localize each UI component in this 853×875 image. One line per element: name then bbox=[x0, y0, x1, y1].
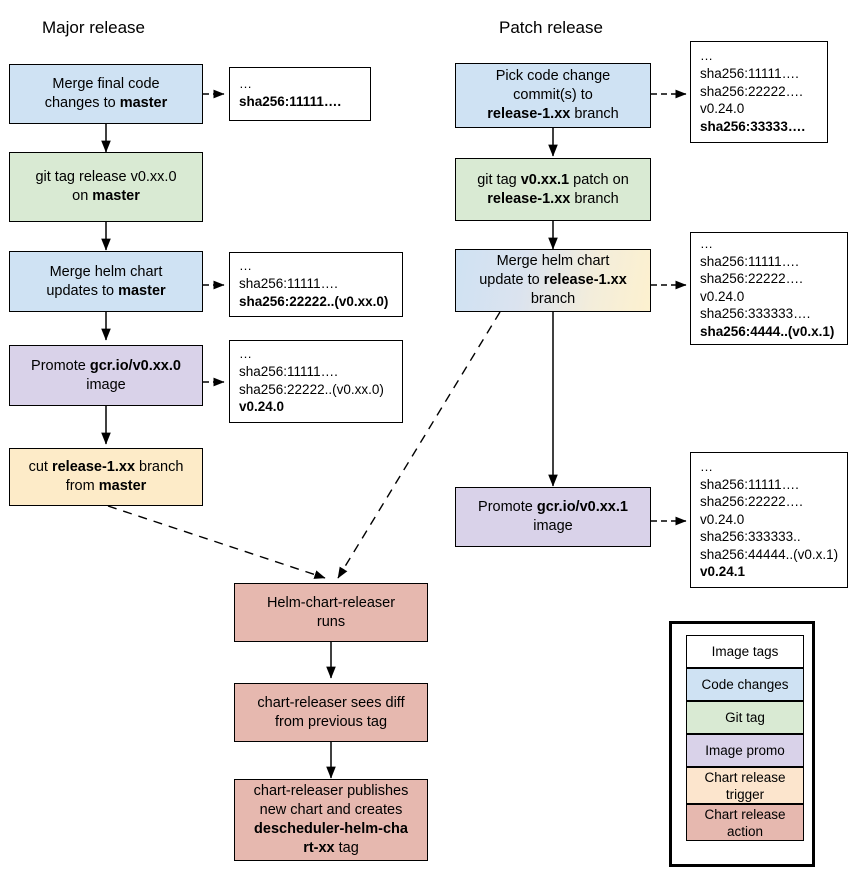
tag-line: … bbox=[239, 76, 254, 92]
tag-line: sha256:33333…. bbox=[700, 118, 806, 134]
dashed-cut-to-releaser bbox=[107, 505, 326, 579]
tag-line: … bbox=[239, 258, 254, 273]
tag-line: sha256:22222…. bbox=[700, 271, 803, 287]
tag-line: sha256:11111…. bbox=[239, 364, 338, 380]
tag-line: sha256:22222..(v0.xx.0) bbox=[239, 293, 389, 309]
legend-item-image-tags: Image tags bbox=[686, 635, 804, 668]
patch-release-title: Patch release bbox=[499, 18, 603, 37]
tag-line: sha256:333333…. bbox=[700, 306, 811, 322]
legend-item-chart-release-trigger: Chart release trigger bbox=[686, 767, 804, 804]
tag-line: v0.24.0 bbox=[700, 511, 745, 527]
legend-panel: Image tags Code changes Git tag Image pr… bbox=[669, 621, 815, 867]
tagbox-after-merge-final-code: … sha256:11111…. bbox=[229, 67, 371, 121]
tagbox-after-merge-helm-patch: … sha256:11111…. sha256:22222….v0.24.0 sha2… bbox=[690, 232, 848, 345]
tag-line: sha256:11111…. bbox=[239, 94, 342, 110]
tagbox-after-pick-commits: … sha256:11111…. sha256:22222…. v0.24.0 sha2… bbox=[690, 41, 828, 143]
tag-line: sha256:11111…. bbox=[239, 276, 338, 291]
tag-line: … bbox=[700, 458, 715, 474]
tag-line: sha256:11111…. bbox=[700, 66, 799, 81]
tag-line: v0.24.0 bbox=[700, 101, 745, 116]
tag-line: sha256:11111…. bbox=[700, 253, 799, 269]
major-release-title: Major release bbox=[42, 18, 145, 37]
tag-line: … bbox=[700, 48, 715, 63]
legend-item-chart-release-action: Chart release action bbox=[686, 804, 804, 841]
tag-line: v0.24.0 bbox=[700, 288, 745, 304]
tag-line: sha256:333333.. bbox=[700, 529, 801, 544]
tagbox-after-promote-patch: … sha256:11111…. sha256:22222…. v0.24.0 sha2… bbox=[690, 452, 848, 588]
legend-item-image-promo: Image promo bbox=[686, 734, 804, 767]
legend-item-git-tag: Git tag bbox=[686, 701, 804, 734]
tag-line: … bbox=[700, 235, 715, 251]
tag-line: sha256:11111…. bbox=[700, 476, 799, 492]
tag-line: v0.24.1 bbox=[700, 564, 746, 579]
tag-line: sha256:4444..(v0.x.1) bbox=[700, 323, 835, 339]
tagbox-after-merge-helm-chart: … sha256:11111…. sha256:22222..(v0.xx.0) bbox=[229, 252, 403, 317]
tag-line: v0.24.0 bbox=[239, 399, 285, 415]
tag-line: … bbox=[239, 346, 254, 362]
tag-line: sha256:44444..(v0.x.1) bbox=[700, 546, 839, 562]
tag-line: sha256:22222..(v0.xx.0) bbox=[239, 381, 384, 397]
tagbox-after-promote-major: … sha256:11111….sha256:22222..(v0.xx.0) v0… bbox=[229, 340, 403, 423]
tag-line: sha256:22222…. bbox=[700, 83, 803, 99]
tag-line: sha256:22222…. bbox=[700, 494, 803, 509]
legend-item-code-changes: Code changes bbox=[686, 668, 804, 701]
